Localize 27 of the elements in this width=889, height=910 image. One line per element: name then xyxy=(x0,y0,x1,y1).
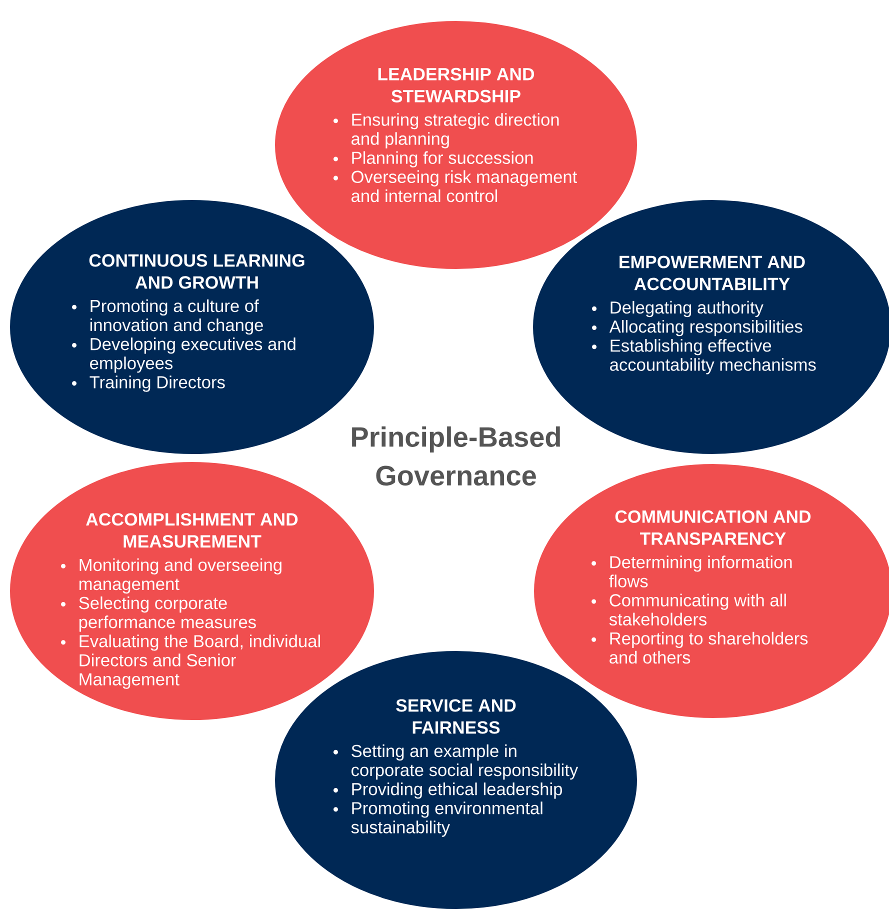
bullet-item: Establishing effective accountability mechanisms xyxy=(592,339,816,374)
bullet-item: Promoting environmental sustainability xyxy=(333,802,542,837)
oval-panel xyxy=(8,460,376,722)
heading: EMPOWERMENT AND ACCOUNTABILITY xyxy=(620,256,805,290)
bullet-item: Allocating responsibilities xyxy=(592,320,802,336)
bullet-item: Training Directors xyxy=(72,376,225,392)
bullet-item: Providing ethical leadership xyxy=(333,782,562,799)
bullet-item: Planning for succession xyxy=(333,151,533,168)
bullet-item: Reporting to shareholders and others xyxy=(592,632,808,664)
bullet-item: Ensuring strategic direction and planning xyxy=(333,113,559,148)
oval-panel xyxy=(273,649,639,910)
title: Principle-Based Governance xyxy=(352,426,560,486)
heading: CONTINUOUS LEARNING AND GROWTH xyxy=(89,254,304,289)
bullet-item: Determining information flows xyxy=(592,556,792,588)
bullet-item: Setting an example in corporate social responsibility xyxy=(333,744,578,780)
heading: COMMUNICATION AND TRANSPARENCY xyxy=(615,510,811,545)
bullet-item: Developing executives and employees xyxy=(72,338,296,373)
bullet-item: Monitoring and overseeing management xyxy=(61,558,282,594)
bullet-item: Delegating authority xyxy=(592,300,764,318)
bullet-item: Communicating with all stakeholders xyxy=(592,594,786,626)
heading: SERVICE AND FAIRNESS xyxy=(396,699,516,734)
bullet-item: Promoting a culture of innovation and change xyxy=(72,299,263,335)
bullet-item: Overseeing risk management and internal control xyxy=(333,170,578,202)
heading: LEADERSHIP AND STEWARDSHIP xyxy=(378,68,534,102)
bullet-item: Evaluating the Board, individual Directors and Senior Management xyxy=(61,634,320,689)
heading: ACCOMPLISHMENT AND MEASUREMENT xyxy=(86,513,298,548)
bullet-item: Selecting corporate performance measures xyxy=(61,596,256,632)
